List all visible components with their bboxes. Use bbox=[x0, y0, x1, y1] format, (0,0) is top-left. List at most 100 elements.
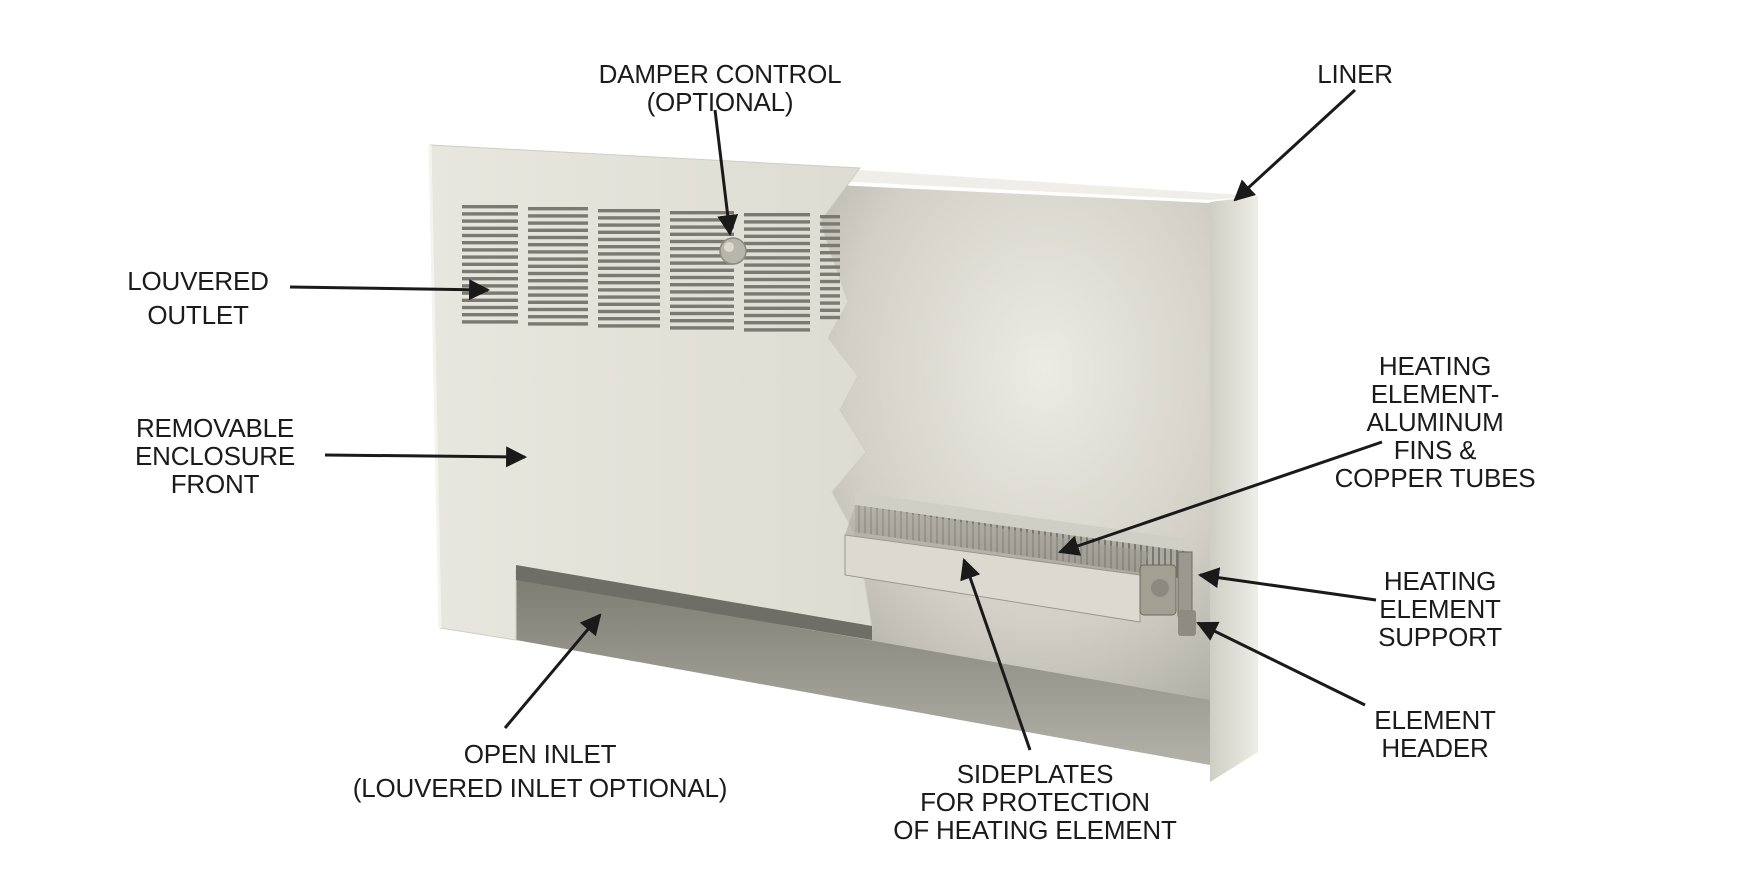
louver-slot bbox=[820, 315, 840, 320]
louver-slot bbox=[820, 272, 840, 276]
louver-slot bbox=[598, 317, 660, 321]
enclosure-front bbox=[429, 144, 873, 641]
louver-slot bbox=[670, 297, 734, 301]
louver-slot bbox=[744, 328, 810, 332]
louver-slot bbox=[744, 321, 810, 325]
louver-slot bbox=[820, 301, 840, 305]
louver-slot bbox=[598, 245, 660, 249]
louver-slot bbox=[670, 225, 734, 229]
arrow-liner bbox=[1233, 88, 1357, 202]
louver-slot bbox=[462, 233, 518, 238]
louver-slot bbox=[670, 311, 734, 316]
louver-slot bbox=[744, 220, 810, 224]
louver-slot bbox=[670, 319, 734, 323]
louver-slot bbox=[744, 277, 810, 282]
louver-slot bbox=[744, 299, 810, 303]
louver-slot bbox=[820, 265, 840, 269]
louver-slot bbox=[670, 268, 734, 272]
louver-slot bbox=[670, 304, 734, 308]
louver-slot bbox=[528, 315, 588, 319]
louver-slot bbox=[744, 227, 810, 231]
louver-slot bbox=[462, 269, 518, 274]
louver-slot bbox=[528, 300, 588, 304]
louver-slot bbox=[670, 211, 734, 215]
label-liner: LINER bbox=[1317, 59, 1393, 89]
louver-slot bbox=[462, 219, 518, 223]
arrow-removable-front bbox=[324, 446, 528, 468]
label-removable-enclosure-front: REMOVABLE ENCLOSURE FRONT bbox=[134, 413, 295, 499]
louver-slot bbox=[744, 313, 810, 318]
louver-slot bbox=[528, 264, 588, 268]
louver-slot bbox=[462, 284, 518, 288]
louver-slot bbox=[462, 277, 518, 281]
louver-slot bbox=[820, 258, 840, 262]
louver-slot bbox=[744, 270, 810, 274]
louver-slot bbox=[598, 302, 660, 306]
louver-slot bbox=[670, 326, 734, 330]
louver-slot bbox=[670, 290, 734, 294]
louver-slot bbox=[670, 247, 734, 251]
pointer-arrows bbox=[289, 88, 1383, 751]
arrow-element-support bbox=[1197, 567, 1377, 602]
louver-slot bbox=[820, 294, 840, 298]
louver-slot bbox=[820, 279, 840, 284]
louver-slot bbox=[598, 324, 660, 328]
louver-slot bbox=[744, 241, 810, 246]
open-inlet-opening bbox=[516, 565, 872, 640]
label-open-inlet: OPEN INLET (LOUVERED INLET OPTIONAL) bbox=[352, 739, 728, 803]
louver-slot bbox=[462, 226, 518, 230]
louver-slot bbox=[820, 287, 840, 291]
louver-slot bbox=[598, 209, 660, 213]
louver-slot bbox=[528, 235, 588, 240]
bottom-shadow bbox=[516, 578, 1210, 765]
louver-slot bbox=[528, 293, 588, 297]
louver-slot bbox=[670, 261, 734, 265]
louver-slot bbox=[820, 236, 840, 240]
louver-slot bbox=[528, 279, 588, 283]
label-louvered-outlet: LOUVERED OUTLET bbox=[127, 266, 269, 330]
louver-slot bbox=[528, 307, 588, 312]
louver-slot bbox=[528, 221, 588, 225]
louver-slot bbox=[462, 255, 518, 259]
louver-slot bbox=[598, 273, 660, 278]
label-element-header: ELEMENT HEADER bbox=[1374, 705, 1496, 763]
louver-slot bbox=[744, 213, 810, 217]
louver-slot bbox=[670, 218, 734, 222]
louver-slot bbox=[462, 212, 518, 216]
arrow-louvered-outlet bbox=[289, 279, 491, 301]
louver-slot bbox=[528, 286, 588, 290]
louver-slot bbox=[744, 256, 810, 260]
louver-slot bbox=[528, 214, 588, 218]
element-header-fitting bbox=[1139, 551, 1196, 636]
louver-slot bbox=[598, 259, 660, 263]
louver-slot bbox=[462, 291, 518, 295]
louver-slot bbox=[820, 215, 840, 219]
louver-slot bbox=[744, 292, 810, 296]
louver-slot bbox=[744, 249, 810, 253]
louver-slot bbox=[528, 228, 588, 232]
louver-slot bbox=[820, 243, 840, 248]
louver-slot bbox=[462, 320, 518, 324]
louver-slot bbox=[820, 229, 840, 233]
arrow-heating-element bbox=[1058, 440, 1383, 556]
louver-slot bbox=[820, 308, 840, 312]
louver-slot bbox=[598, 223, 660, 227]
louver-slot bbox=[528, 207, 588, 211]
louver-slot bbox=[598, 309, 660, 314]
louver-slot bbox=[598, 216, 660, 220]
damper-knob bbox=[719, 237, 747, 265]
arrow-open-inlet bbox=[503, 613, 602, 729]
louver-slot bbox=[462, 305, 518, 310]
louver-slot bbox=[462, 241, 518, 245]
louver-slot bbox=[744, 263, 810, 267]
label-damper-control: DAMPER CONTROL (OPTIONAL) bbox=[598, 59, 842, 117]
louver-slot bbox=[462, 262, 518, 266]
heating-element-coil bbox=[844, 492, 1192, 623]
louver-slot bbox=[670, 283, 734, 287]
louver-slot bbox=[820, 251, 840, 255]
louver-slot bbox=[744, 234, 810, 238]
top-lip bbox=[815, 170, 1258, 200]
arrow-damper bbox=[713, 109, 739, 237]
label-heating-element-support: HEATING ELEMENT SUPPORT bbox=[1378, 566, 1502, 652]
